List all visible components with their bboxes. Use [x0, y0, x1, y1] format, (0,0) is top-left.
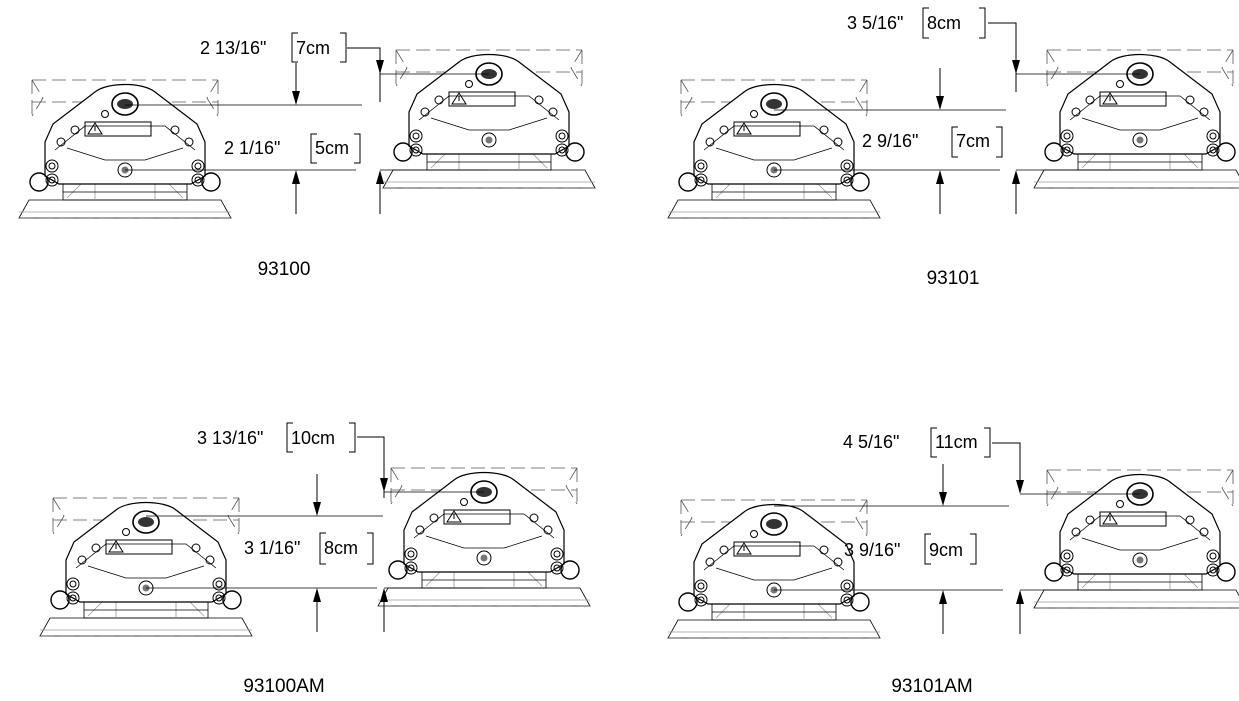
dim-lower-imperial: 3 1/16"	[244, 538, 300, 558]
leader-line-upper	[988, 22, 1017, 92]
arrowhead-up	[376, 170, 384, 184]
arrowhead-down	[1016, 480, 1024, 494]
arrowhead-up	[292, 170, 300, 184]
hitch-drawing-low-position	[667, 499, 881, 639]
dim-upper-metric: 11cm	[935, 432, 978, 452]
dim-lower-metric: 5cm	[315, 138, 349, 158]
metric-bracket-right	[354, 133, 361, 164]
dim-upper-imperial: 3 13/16"	[197, 428, 263, 448]
arrowhead-up	[380, 588, 388, 602]
dim-lower-imperial: 2 9/16"	[862, 131, 918, 151]
metric-bracket-left	[286, 422, 293, 453]
dim-lower-metric: 9cm	[929, 540, 963, 560]
hitch-drawing-high-position	[1033, 49, 1239, 189]
dim-lower-metric: 8cm	[324, 538, 358, 558]
panel-1: 2 13/16" 7cm 2 1/16" 5cm 93100	[125, 32, 489, 280]
hitch-drawing-high-position	[1033, 469, 1239, 609]
arrowhead-up	[936, 170, 944, 184]
metric-bracket-left	[924, 533, 931, 565]
dim-lower-imperial: 3 9/16"	[844, 540, 900, 560]
dim-upper-metric: 10cm	[291, 428, 335, 448]
arrowhead-down	[380, 478, 388, 492]
dimension-annotations: 2 13/16" 7cm 2 1/16" 5cm 93100 3 5/16" 8cm 2 9/…	[125, 7, 1140, 697]
metric-bracket-right	[349, 422, 356, 453]
arrowhead-down	[936, 96, 944, 110]
arrowhead-down	[313, 502, 321, 516]
dim-upper-metric: 8cm	[927, 13, 961, 33]
hitch-drawing-low-position	[18, 79, 232, 219]
hitch-drawings	[18, 49, 1239, 639]
arrowhead-down	[1012, 60, 1020, 74]
leader-line-upper	[357, 436, 385, 498]
dim-upper-imperial: 4 5/16"	[843, 432, 899, 452]
metric-bracket-right	[367, 532, 374, 565]
metric-bracket-right	[340, 32, 347, 63]
arrowhead-up	[1016, 590, 1024, 604]
dim-lower-imperial: 2 1/16"	[224, 138, 280, 158]
arrowhead-up	[1012, 170, 1020, 184]
hitch-drawing-high-position	[382, 49, 596, 189]
leader-line-upper	[992, 442, 1021, 486]
panel-4: 4 5/16" 11cm 3 9/16" 9cm 93101AM	[774, 427, 1140, 697]
dim-upper-imperial: 2 13/16"	[200, 38, 266, 58]
model-caption: 93101	[927, 268, 980, 289]
metric-bracket-left	[319, 532, 326, 565]
hitch-drawing-high-position	[377, 467, 591, 607]
panel-3: 3 13/16" 10cm 3 1/16" 8cm 93100AM	[146, 422, 484, 697]
hitch-drawing-low-position	[667, 79, 881, 219]
metric-bracket-right	[979, 7, 986, 39]
metric-bracket-right	[996, 126, 1003, 158]
arrowhead-up	[313, 588, 321, 602]
metric-bracket-left	[291, 32, 298, 63]
dim-upper-metric: 7cm	[296, 38, 330, 58]
panel-2: 3 5/16" 8cm 2 9/16" 7cm 93101	[774, 7, 1140, 289]
model-caption: 93100	[258, 259, 311, 280]
dim-lower-metric: 7cm	[956, 131, 990, 151]
leader-line-upper	[347, 47, 381, 102]
hitch-drawing-low-position	[39, 497, 253, 637]
metric-bracket-left	[951, 126, 958, 158]
metric-bracket-left	[922, 7, 929, 39]
metric-bracket-left	[310, 133, 317, 164]
dim-upper-imperial: 3 5/16"	[847, 13, 903, 33]
metric-bracket-right	[984, 427, 991, 458]
arrowhead-up	[939, 590, 947, 604]
arrowhead-down	[292, 91, 300, 105]
arrowhead-down	[939, 492, 947, 506]
model-caption: 93100AM	[243, 676, 324, 696]
arrowhead-down	[376, 60, 384, 74]
model-caption: 93101AM	[891, 676, 972, 696]
metric-bracket-right	[970, 533, 977, 565]
metric-bracket-left	[930, 427, 937, 458]
